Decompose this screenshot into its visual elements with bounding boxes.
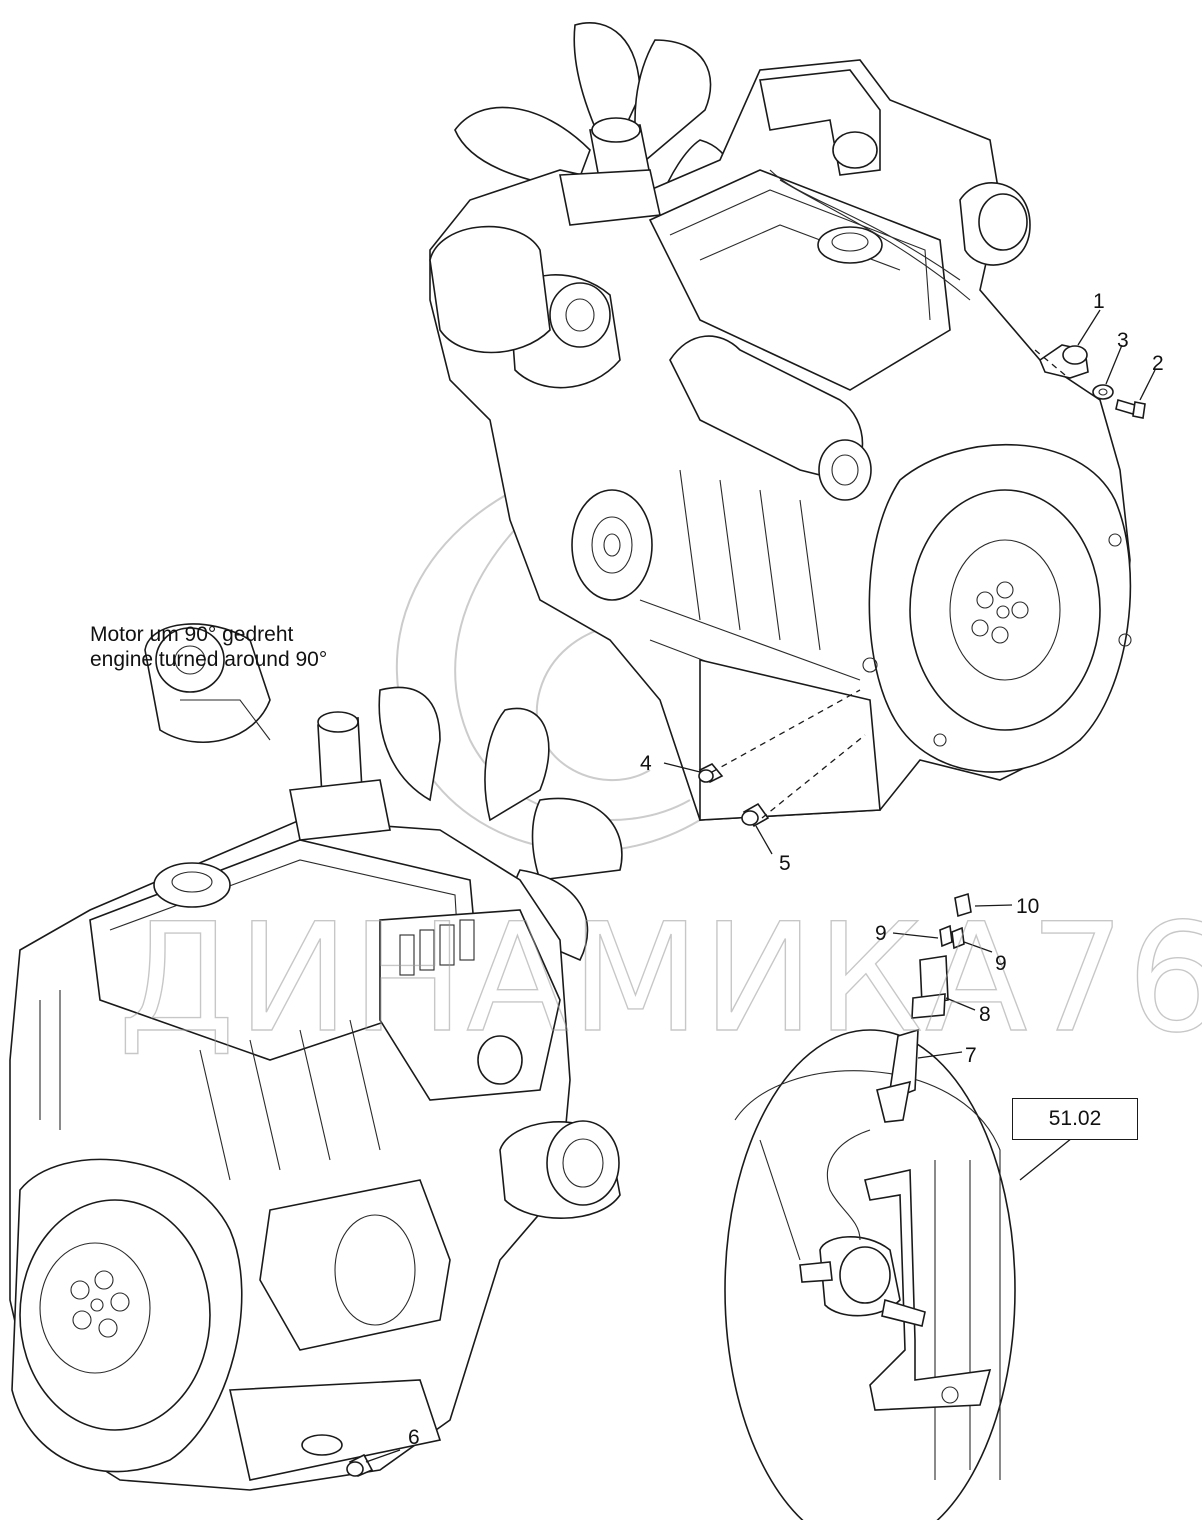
rotation-note-de: Motor um 90° gedreht [90, 623, 294, 646]
callout-3: 3 [1117, 329, 1129, 352]
leader-lines-detail [892, 904, 1073, 1181]
part-4-plug [698, 763, 724, 783]
callout-8: 8 [979, 1003, 991, 1026]
part-8-relay [911, 955, 949, 1019]
callout-10: 10 [1016, 895, 1039, 918]
part-3-washer [1092, 384, 1114, 400]
detail-inset [724, 1029, 1016, 1520]
part-1-sensor-bracket [1039, 344, 1089, 379]
callout-labels: 1 2 3 4 5 6 7 8 9 9 10 [408, 290, 1164, 1449]
part-2-bolt [1115, 398, 1146, 419]
part-7-glow-plug [876, 1028, 919, 1123]
callout-9-right: 9 [995, 952, 1007, 975]
leader-6 [365, 1449, 401, 1463]
part-10-connector [954, 892, 972, 918]
callout-7: 7 [965, 1044, 977, 1067]
callout-4: 4 [640, 752, 652, 775]
upper-engine-illustration [429, 22, 1132, 821]
part-9-clips [939, 924, 965, 950]
callout-1: 1 [1093, 290, 1105, 313]
reference-box[interactable]: 51.02 [1012, 1098, 1138, 1140]
part-5-plug [741, 802, 770, 828]
watermark-text: ДИНАМИКА76 [118, 892, 1202, 1066]
callout-9-left: 9 [875, 922, 887, 945]
leader-lines-upper [663, 309, 1156, 855]
callout-2: 2 [1152, 352, 1164, 375]
callout-5: 5 [779, 852, 791, 875]
rotation-note: Motor um 90° gedreht engine turned aroun… [90, 622, 327, 672]
callout-6: 6 [408, 1426, 420, 1449]
part-6-plug [346, 1453, 374, 1478]
rotation-note-en: engine turned around 90° [90, 648, 328, 671]
lower-engine-illustration [9, 623, 623, 1491]
